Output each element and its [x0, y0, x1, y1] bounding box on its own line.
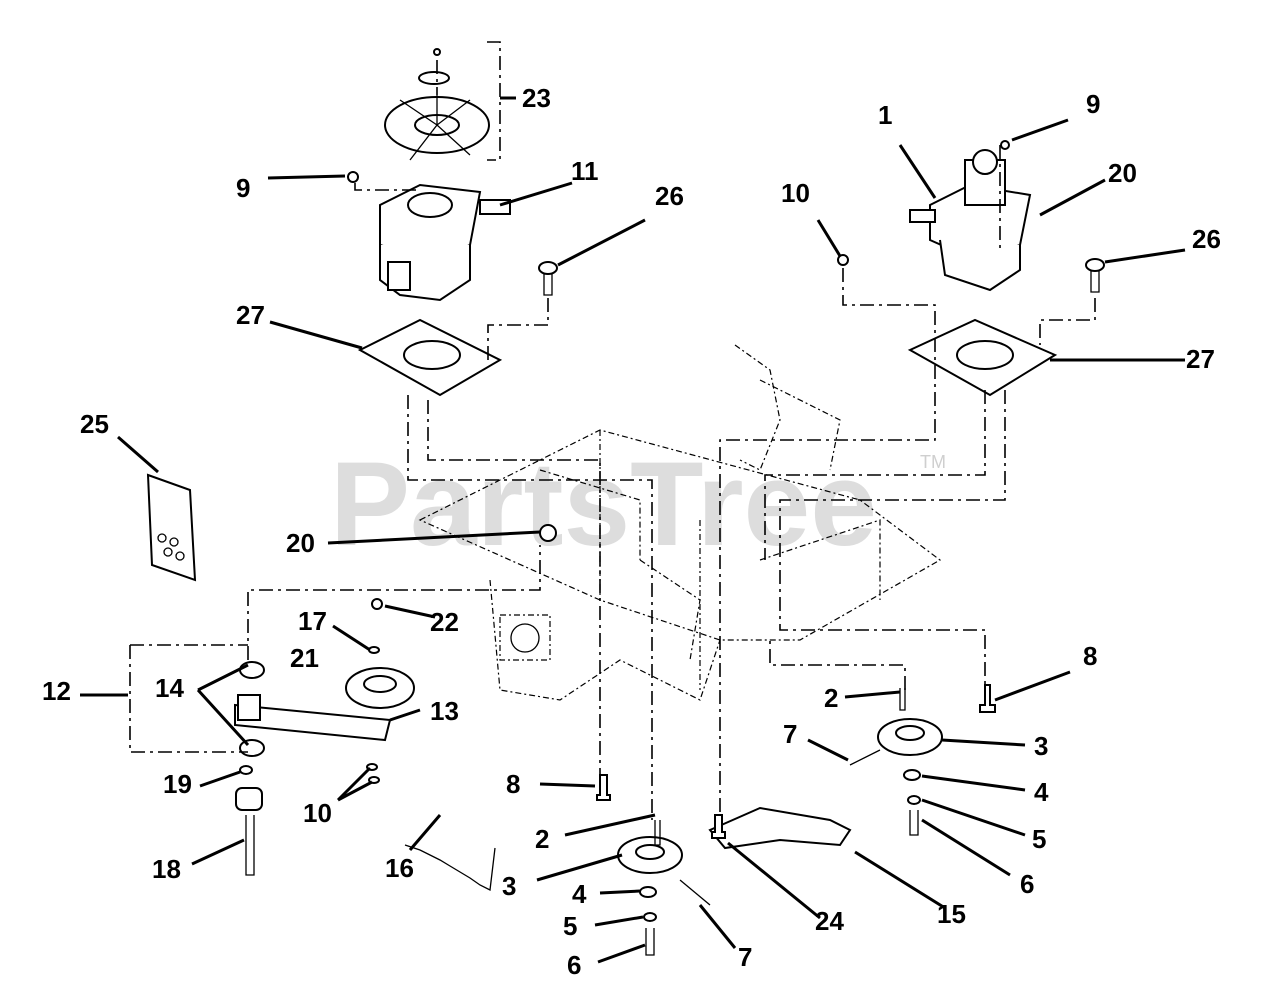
callout-27: 27 [1186, 344, 1215, 374]
pulley-center [617, 820, 711, 956]
callout-22: 22 [430, 607, 459, 637]
callout-12: 12 [42, 676, 71, 706]
callout-8: 8 [1083, 641, 1097, 671]
callout-24: 24 [815, 906, 844, 936]
callout-6: 6 [567, 950, 581, 980]
callout-labels: 1 2 2 3 3 4 4 5 5 6 6 7 7 8 8 9 9 10 10 … [42, 83, 1221, 980]
callout-6: 6 [1020, 869, 1034, 899]
callout-4: 4 [572, 879, 587, 909]
callout-3: 3 [502, 871, 516, 901]
callout-20: 20 [1108, 158, 1137, 188]
callout-7: 7 [783, 719, 797, 749]
bolt-8-center [596, 774, 611, 801]
callout-21: 21 [290, 643, 319, 673]
chassis-frame [418, 344, 942, 701]
pump-assembly-right [909, 149, 1032, 292]
idler-assembly [234, 598, 415, 876]
callout-16: 16 [385, 853, 414, 883]
bolt-8-right [979, 684, 996, 713]
callout-13: 13 [430, 696, 459, 726]
callout-25: 25 [80, 409, 109, 439]
callout-19: 19 [163, 769, 192, 799]
callout-26: 26 [655, 181, 684, 211]
mounting-plate-right [907, 318, 1058, 397]
callout-2: 2 [824, 683, 838, 713]
callout-14: 14 [155, 673, 184, 703]
bolt-right [1085, 258, 1105, 293]
assembly-lines [129, 41, 1096, 820]
nut-right [837, 254, 849, 266]
watermark-text: PartsTree [330, 437, 877, 571]
nut-center [539, 524, 557, 542]
callout-27: 27 [236, 300, 265, 330]
decal [146, 473, 197, 582]
watermark-trademark: TM [920, 452, 946, 472]
pulley-right [849, 688, 943, 836]
callout-5: 5 [563, 911, 577, 941]
fan-blade [384, 48, 490, 161]
callout-15: 15 [937, 899, 966, 929]
callout-7: 7 [738, 942, 752, 972]
callout-2: 2 [535, 824, 549, 854]
callout-11: 11 [571, 156, 599, 186]
callout-26: 26 [1192, 224, 1221, 254]
callout-8: 8 [506, 769, 520, 799]
spring [404, 844, 496, 891]
callout-20: 20 [286, 528, 315, 558]
nut-left [347, 171, 359, 183]
callout-9: 9 [236, 173, 250, 203]
leader-lines [80, 96, 1186, 964]
callout-3: 3 [1034, 731, 1048, 761]
bolt-left [538, 261, 558, 296]
callout-5: 5 [1032, 824, 1046, 854]
callout-9: 9 [1086, 89, 1100, 119]
callout-17: 17 [298, 606, 327, 636]
bracket [708, 806, 852, 850]
callout-18: 18 [152, 854, 181, 884]
callout-4: 4 [1034, 777, 1049, 807]
callout-23: 23 [522, 83, 551, 113]
bolt-24 [711, 814, 726, 839]
pump-assembly-left [379, 183, 511, 302]
callout-10: 10 [303, 798, 332, 828]
nut-right-top [1000, 140, 1010, 150]
callout-1: 1 [878, 100, 892, 130]
callout-10: 10 [781, 178, 810, 208]
mounting-plate-left [357, 318, 503, 397]
